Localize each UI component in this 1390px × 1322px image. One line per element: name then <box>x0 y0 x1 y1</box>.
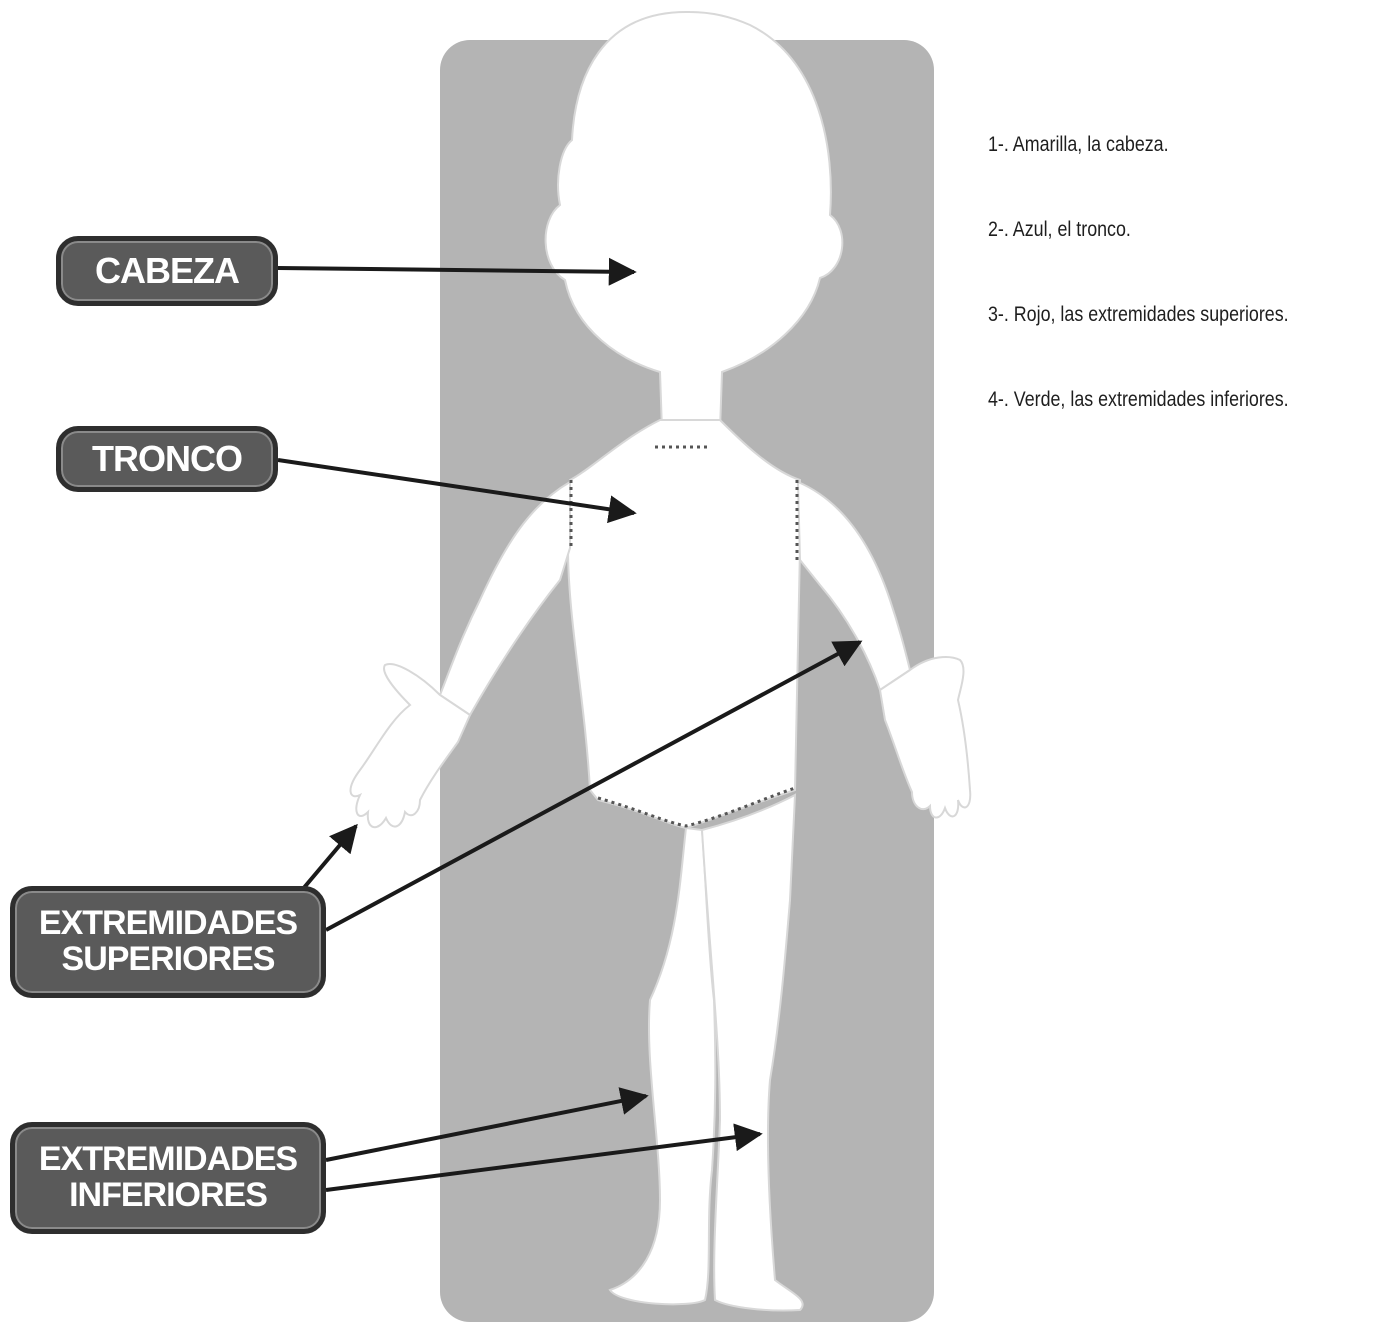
label-ext-inf-line2: INFERIORES <box>69 1178 267 1214</box>
label-ext-sup-line2: SUPERIORES <box>62 942 275 978</box>
legend-item-ext-sup: 3-. Rojo, las extremidades superiores. <box>988 300 1328 330</box>
arrow-ext-sup-left <box>302 826 356 890</box>
color-legend: 1-. Amarilla, la cabeza. 2-. Azul, el tr… <box>988 130 1388 470</box>
label-extremidades-superiores: EXTREMIDADES SUPERIORES <box>10 886 326 998</box>
label-ext-sup-line1: EXTREMIDADES <box>39 906 297 942</box>
legend-item-ext-inf: 4-. Verde, las extremidades inferiores. <box>988 385 1328 415</box>
label-tronco-text: TRONCO <box>92 440 242 478</box>
label-tronco: TRONCO <box>56 426 278 492</box>
label-cabeza-text: CABEZA <box>95 252 239 290</box>
legend-item-tronco: 2-. Azul, el tronco. <box>988 215 1328 245</box>
legend-item-cabeza: 1-. Amarilla, la cabeza. <box>988 130 1328 160</box>
label-ext-inf-line1: EXTREMIDADES <box>39 1142 297 1178</box>
torso-shape <box>568 420 800 828</box>
label-cabeza: CABEZA <box>56 236 278 306</box>
label-extremidades-inferiores: EXTREMIDADES INFERIORES <box>10 1122 326 1234</box>
